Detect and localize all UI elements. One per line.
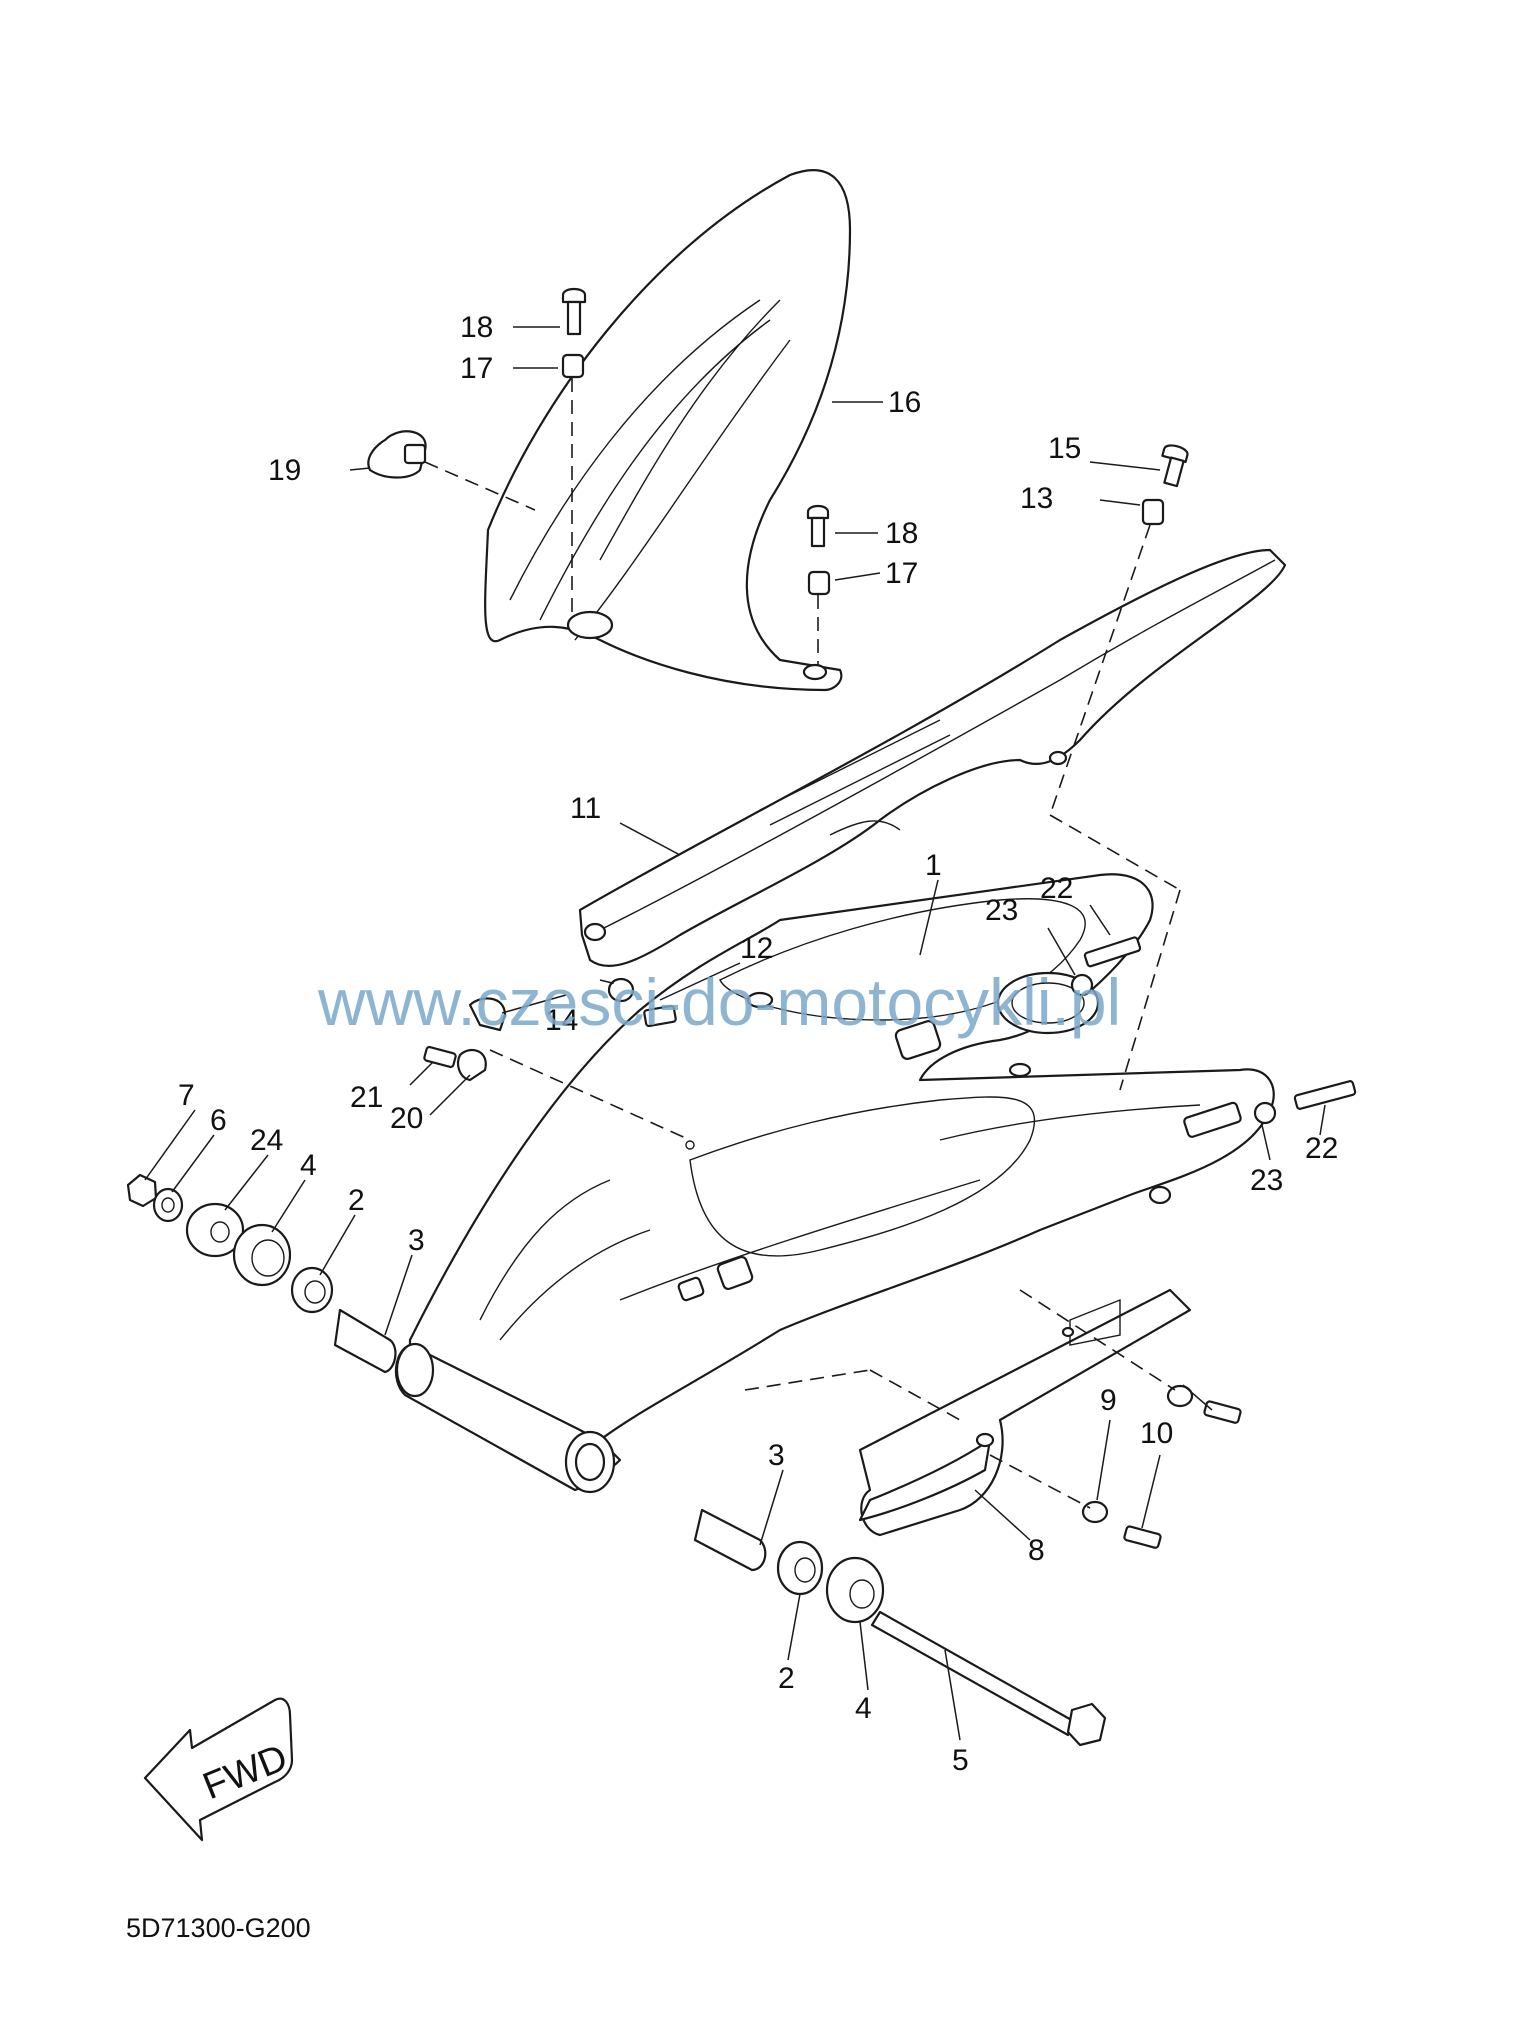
callout-17-top: 17 xyxy=(460,352,493,385)
callout-18-top: 18 xyxy=(460,311,493,344)
chain-slider xyxy=(858,1288,1192,1537)
callout-18-lower: 18 xyxy=(885,517,918,550)
callout-2-upper: 2 xyxy=(348,1184,365,1217)
callout-13: 13 xyxy=(1020,482,1053,515)
rear-fender xyxy=(484,169,852,692)
callout-22-lower: 22 xyxy=(1305,1132,1338,1165)
callout-4-lower: 4 xyxy=(855,1692,872,1725)
callout-1: 1 xyxy=(925,849,942,882)
callout-23-lower: 23 xyxy=(1250,1164,1283,1197)
callout-14: 14 xyxy=(545,1004,578,1037)
callout-7: 7 xyxy=(178,1079,195,1112)
callout-16: 16 xyxy=(888,386,921,419)
diagram-code: 5D71300-G200 xyxy=(126,1913,311,1943)
callout-2-lower: 2 xyxy=(778,1662,795,1695)
callout-numbers: 18 17 19 16 15 13 18 17 11 1 22 23 12 14… xyxy=(178,311,1338,1777)
callout-24: 24 xyxy=(250,1124,283,1157)
callout-23-upper: 23 xyxy=(985,894,1018,927)
callout-21: 21 xyxy=(350,1081,383,1114)
chain-case xyxy=(578,548,1287,968)
callout-9: 9 xyxy=(1100,1384,1117,1417)
leader-lines xyxy=(144,326,1326,1741)
fwd-arrow: FWD xyxy=(143,1697,293,1842)
callout-20: 20 xyxy=(390,1102,423,1135)
callout-22-upper: 22 xyxy=(1040,872,1073,905)
callout-12: 12 xyxy=(740,932,773,965)
callout-5: 5 xyxy=(952,1744,969,1777)
callout-3-upper: 3 xyxy=(408,1224,425,1257)
callout-6: 6 xyxy=(210,1104,227,1137)
watermark-text: www.czesci-do-motocykli.pl xyxy=(317,965,1121,1039)
callout-15: 15 xyxy=(1048,432,1081,465)
callout-11: 11 xyxy=(570,792,601,825)
callout-19: 19 xyxy=(268,454,301,487)
callout-17-lower: 17 xyxy=(885,557,918,590)
callout-10: 10 xyxy=(1140,1417,1173,1450)
callout-3-lower: 3 xyxy=(768,1439,785,1472)
assembly-lines xyxy=(424,378,1181,1509)
callout-8: 8 xyxy=(1028,1534,1045,1567)
swingarm xyxy=(394,873,1275,1494)
callout-4-upper: 4 xyxy=(300,1149,317,1182)
hardware xyxy=(126,287,1357,1747)
